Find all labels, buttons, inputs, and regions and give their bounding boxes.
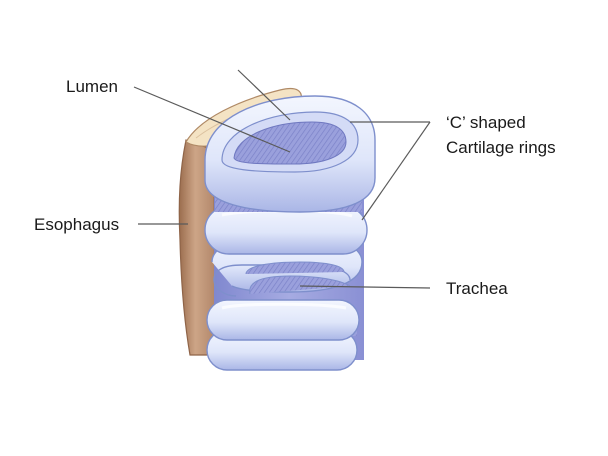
label-esophagus: Esophagus [34,215,120,234]
leader-lumen [133,86,291,153]
leader-lines [133,69,431,289]
leader-trachea [299,285,431,289]
label-cartilage-rings: Cartilage rings [446,138,556,157]
cartilage-ring-4 [206,299,360,341]
label-c-shaped: ‘C’ shaped [446,113,526,132]
leader-c-shaped-ring [361,121,431,221]
label-lumen: Lumen [66,77,118,96]
leader-top [237,69,291,121]
cartilage-ring-1 [204,95,376,213]
cartilage-ring-2 [204,205,368,255]
label-trachea: Trachea [446,279,508,298]
